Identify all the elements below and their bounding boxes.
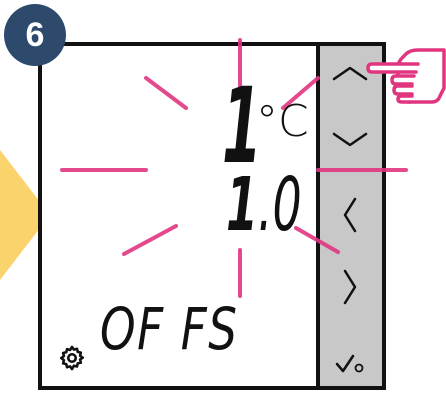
temperature-unit: °C	[256, 96, 309, 147]
confirm-button[interactable]	[320, 344, 380, 384]
button-panel	[316, 46, 382, 386]
temperature-digit: 1	[222, 65, 262, 187]
thermostat-device	[38, 42, 386, 390]
right-button[interactable]	[320, 252, 380, 322]
pointing-hand-icon	[366, 48, 446, 104]
check-settings-icon	[335, 354, 364, 373]
up-button[interactable]	[320, 48, 380, 98]
offset-value: 1.0	[226, 168, 302, 242]
chevron-up-icon	[332, 66, 368, 81]
side-arrow-graphic	[0, 150, 50, 280]
gear-icon	[59, 345, 85, 371]
chevron-down-icon	[332, 132, 368, 147]
offset-value-decimal: .0	[257, 162, 302, 248]
down-button[interactable]	[320, 114, 380, 164]
step-badge: 6	[4, 4, 66, 66]
step-number: 6	[25, 15, 45, 54]
offset-value-int: 1	[226, 162, 258, 248]
chevron-left-icon	[343, 197, 357, 233]
chevron-right-icon	[343, 269, 357, 305]
left-button[interactable]	[320, 180, 380, 250]
parameter-label: OF FS	[100, 295, 239, 363]
side-arrow-shape	[0, 150, 50, 280]
